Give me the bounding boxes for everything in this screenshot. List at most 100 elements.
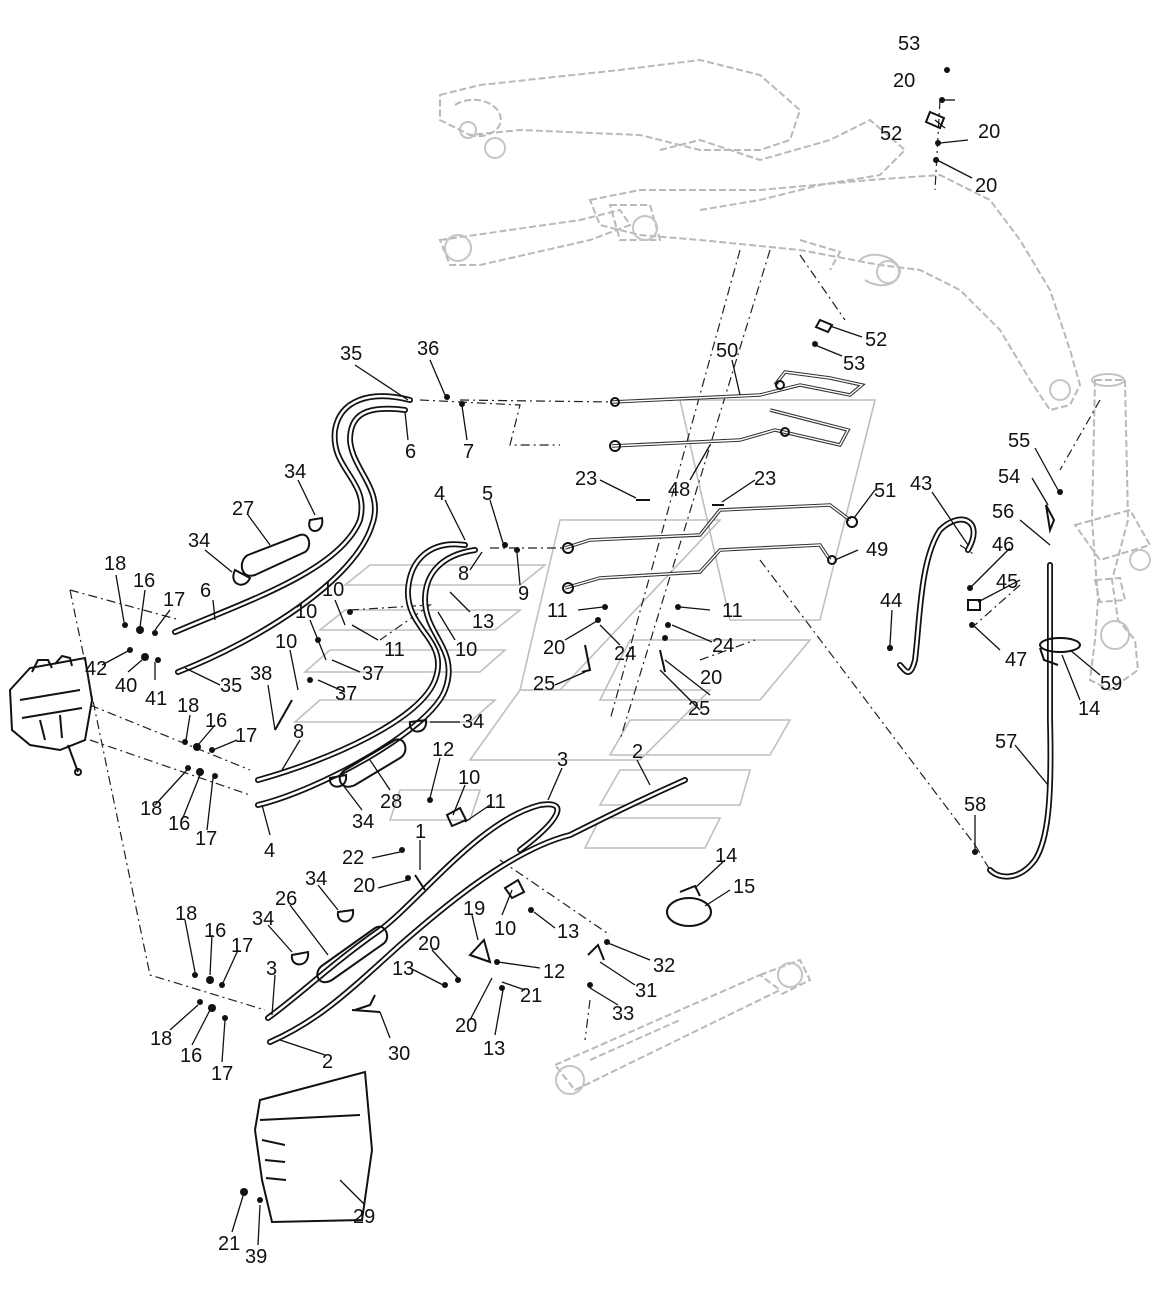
callout-21: 21 xyxy=(520,985,542,1007)
callout-38: 38 xyxy=(250,663,272,685)
callout-30: 30 xyxy=(388,1043,410,1065)
callout-18: 18 xyxy=(175,903,197,925)
callout-20: 20 xyxy=(455,1015,477,1037)
callout-32: 32 xyxy=(653,955,675,977)
callout-12: 12 xyxy=(543,961,565,983)
callout-13: 13 xyxy=(472,611,494,633)
guard-plate xyxy=(253,1070,374,1224)
callout-22: 22 xyxy=(342,847,364,869)
callout-34: 34 xyxy=(462,711,484,733)
callout-58: 58 xyxy=(964,794,986,816)
callout-11: 11 xyxy=(485,791,506,813)
callout-7: 7 xyxy=(463,441,474,463)
callout-44: 44 xyxy=(880,590,902,612)
callout-13: 13 xyxy=(392,958,414,980)
callout-17: 17 xyxy=(195,828,217,850)
callout-45: 45 xyxy=(996,571,1018,593)
callout-34: 34 xyxy=(284,461,306,483)
callout-25: 25 xyxy=(688,698,710,720)
callout-4: 4 xyxy=(264,840,275,862)
callout-34: 34 xyxy=(188,530,210,552)
callout-52: 52 xyxy=(880,123,902,145)
callout-9: 9 xyxy=(518,583,529,605)
boom-ghost xyxy=(438,58,1082,412)
callout-13: 13 xyxy=(557,921,579,943)
callout-2: 2 xyxy=(322,1051,333,1073)
callout-10: 10 xyxy=(494,918,516,940)
callout-10: 10 xyxy=(322,579,344,601)
callout-55: 55 xyxy=(1008,430,1030,452)
callout-18: 18 xyxy=(150,1028,172,1050)
swing-post-ghost xyxy=(1073,373,1152,692)
callout-23: 23 xyxy=(575,468,597,490)
callout-15: 15 xyxy=(733,876,755,898)
callout-42: 42 xyxy=(85,658,107,680)
sleeves xyxy=(232,516,1081,1013)
callout-24: 24 xyxy=(712,635,734,657)
leader-lines xyxy=(101,99,1101,1246)
callout-10: 10 xyxy=(295,601,317,623)
callout-18: 18 xyxy=(140,798,162,820)
callout-41: 41 xyxy=(145,688,167,710)
callout-14: 14 xyxy=(1078,698,1100,720)
callout-3: 3 xyxy=(557,749,568,771)
assembly-lines xyxy=(69,99,1101,1041)
callout-17: 17 xyxy=(163,589,185,611)
callout-14: 14 xyxy=(715,845,737,867)
callout-29: 29 xyxy=(353,1206,375,1228)
callout-20: 20 xyxy=(700,667,722,689)
callout-20: 20 xyxy=(353,875,375,897)
callout-50: 50 xyxy=(716,340,738,362)
cylinder-ghost xyxy=(553,958,812,1095)
callout-11: 11 xyxy=(547,600,568,622)
callout-12: 12 xyxy=(432,739,454,761)
callout-52: 52 xyxy=(865,329,887,351)
callout-19: 19 xyxy=(463,898,485,920)
callout-37: 37 xyxy=(335,683,357,705)
callout-33: 33 xyxy=(612,1003,634,1025)
callout-5: 5 xyxy=(482,483,493,505)
callout-17: 17 xyxy=(211,1063,233,1085)
callout-43: 43 xyxy=(910,473,932,495)
callout-37: 37 xyxy=(362,663,384,685)
callout-10: 10 xyxy=(458,767,480,789)
callout-20: 20 xyxy=(978,121,1000,143)
callout-57: 57 xyxy=(995,731,1017,753)
callout-11: 11 xyxy=(722,600,743,622)
callout-11: 11 xyxy=(384,639,405,661)
callout-20: 20 xyxy=(543,637,565,659)
callout-17: 17 xyxy=(235,725,257,747)
callout-40: 40 xyxy=(115,675,137,697)
callout-10: 10 xyxy=(275,631,297,653)
callout-16: 16 xyxy=(133,570,155,592)
callout-53: 53 xyxy=(898,33,920,55)
callout-46: 46 xyxy=(992,534,1014,556)
callout-59: 59 xyxy=(1100,673,1122,695)
callout-18: 18 xyxy=(177,695,199,717)
callout-3: 3 xyxy=(266,958,277,980)
callout-16: 16 xyxy=(205,710,227,732)
callout-6: 6 xyxy=(200,580,211,602)
callout-13: 13 xyxy=(483,1038,505,1060)
callout-34: 34 xyxy=(352,811,374,833)
callout-16: 16 xyxy=(180,1045,202,1067)
callout-16: 16 xyxy=(168,813,190,835)
callout-20: 20 xyxy=(418,933,440,955)
callout-8: 8 xyxy=(458,563,469,585)
callout-31: 31 xyxy=(635,980,657,1002)
callout-24: 24 xyxy=(614,643,636,665)
callout-8: 8 xyxy=(293,721,304,743)
callout-6: 6 xyxy=(405,441,416,463)
callout-34: 34 xyxy=(305,868,327,890)
callout-10: 10 xyxy=(455,639,477,661)
callout-28: 28 xyxy=(380,791,402,813)
callout-21: 21 xyxy=(218,1233,240,1255)
callout-48: 48 xyxy=(668,479,690,501)
callout-26: 26 xyxy=(275,888,297,910)
steel-tubes xyxy=(562,370,866,594)
callout-16: 16 xyxy=(204,920,226,942)
callout-47: 47 xyxy=(1005,649,1027,671)
callout-51: 51 xyxy=(874,480,896,502)
fitting-dots xyxy=(122,67,1063,1203)
